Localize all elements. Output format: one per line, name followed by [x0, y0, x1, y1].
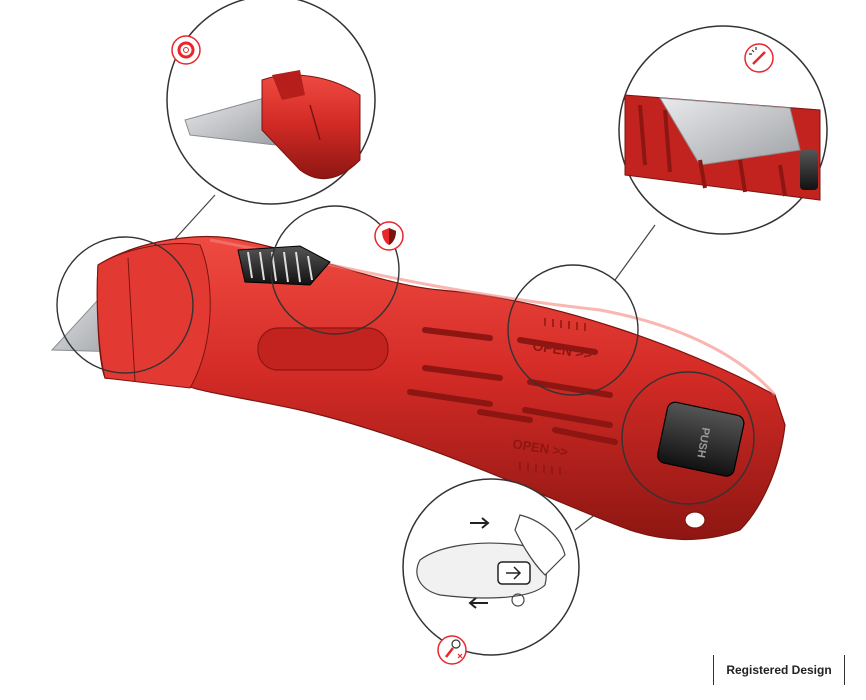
callout-blade-tip: [166, 0, 376, 205]
registered-design-label: Registered Design: [726, 663, 832, 677]
safety-ring-icon: [171, 35, 201, 65]
lanyard-hole: [684, 511, 706, 529]
callout-blade-storage: [618, 25, 828, 235]
overlay-circles: [56, 205, 755, 505]
footer-badge: Registered Design: [713, 655, 845, 685]
push-button-label: PUSH: [694, 426, 711, 458]
push-button: PUSH: [657, 401, 745, 477]
nose-cap: [96, 243, 211, 389]
grip-slots: [407, 327, 618, 445]
magic-wand-icon: [744, 43, 774, 73]
callout-blade-change: [402, 478, 580, 656]
thumb-slider: [237, 245, 331, 286]
timer-tool-icon: [437, 635, 467, 665]
side-recess: [257, 327, 389, 371]
utility-knife: OPEN >> OPEN >> PUSH: [50, 235, 786, 541]
shield-icon: [374, 221, 404, 251]
